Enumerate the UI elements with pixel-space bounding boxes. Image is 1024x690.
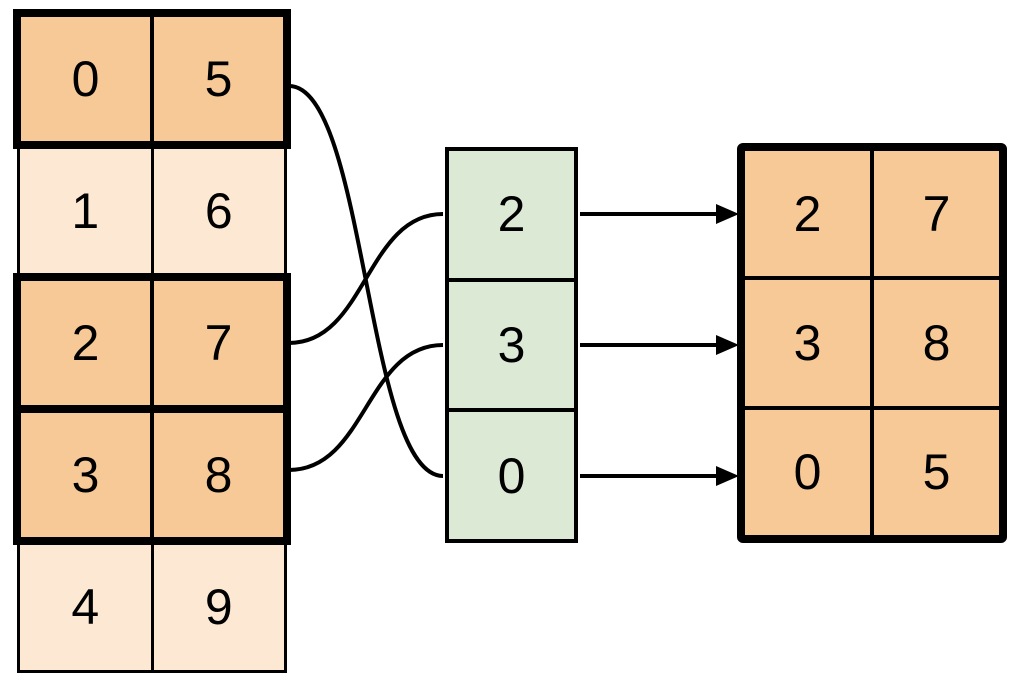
- arrowhead-icon: [716, 204, 739, 224]
- source-cell-3-0: 3: [21, 413, 154, 537]
- index-column: 2 3 0: [445, 147, 578, 543]
- source-cell-4-1: 9: [204, 579, 233, 635]
- index-cell-1: 3: [449, 277, 574, 409]
- source-cell-2-0: 2: [21, 281, 154, 405]
- source-row-2: 2 7: [13, 273, 291, 413]
- index-cell-0: 2: [497, 186, 526, 243]
- source-cell-2-1: 7: [204, 315, 233, 371]
- result-table: 2 7 3 8 0 5: [737, 143, 1007, 543]
- source-row-1: 1 6: [17, 145, 287, 277]
- arrowhead-icon: [716, 335, 739, 355]
- arrow-index3-to-result-row1: [580, 335, 739, 355]
- connector-curve-row2-to-index2: [288, 212, 444, 345]
- source-cell-0-1: 5: [204, 51, 233, 107]
- source-cell-1-1: 6: [204, 183, 233, 239]
- result-cell-0-1: 7: [922, 185, 951, 242]
- result-cell-0-0: 2: [745, 151, 874, 277]
- connector-curve-row3-to-index3: [288, 343, 444, 472]
- arrow-index2-to-result-row0: [580, 204, 739, 224]
- arrowhead-icon: [716, 466, 739, 486]
- result-cell-2-0: 0: [745, 409, 874, 535]
- result-cell-2-1: 5: [922, 444, 951, 501]
- source-cell-3-1: 8: [204, 447, 233, 503]
- result-row-2: 0 5: [745, 405, 999, 535]
- connector-curve-row0-to-index0: [288, 84, 444, 478]
- result-cell-1-0: 3: [745, 280, 874, 406]
- source-cell-4-0: 4: [20, 544, 154, 670]
- result-row-0: 2 7: [745, 151, 999, 277]
- source-row-0: 0 5: [13, 9, 291, 149]
- source-cell-0-0: 0: [21, 17, 154, 141]
- source-row-3: 3 8: [13, 405, 291, 545]
- source-cell-1-0: 1: [20, 148, 154, 274]
- arrow-index0-to-result-row2: [580, 466, 739, 486]
- index-cell-2: 0: [449, 408, 574, 539]
- source-row-4: 4 9: [17, 541, 287, 673]
- result-row-1: 3 8: [745, 276, 999, 406]
- result-cell-1-1: 8: [922, 314, 951, 371]
